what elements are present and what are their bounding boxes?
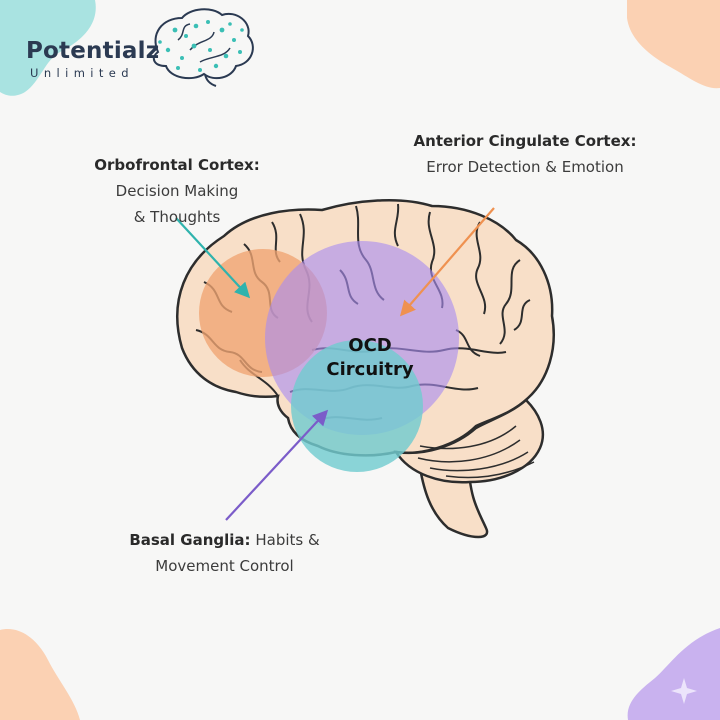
- basal-ganglia-region: [291, 340, 423, 472]
- logo-wordmark: Potentialz: [26, 38, 160, 64]
- anterior-cingulate-label: Anterior Cingulate Cortex: Error Detecti…: [405, 128, 645, 180]
- orbitofrontal-desc-line2: & Thoughts: [133, 208, 221, 226]
- orbitofrontal-title: Orbofrontal Cortex:: [94, 156, 260, 174]
- ocd-label-line2: Circuitry: [326, 359, 414, 380]
- anterior-cingulate-desc: Error Detection & Emotion: [426, 158, 624, 176]
- logo-tagline: Unlimited: [30, 66, 134, 80]
- logo-brain-icon: [152, 8, 254, 87]
- orbitofrontal-arrow: [175, 217, 251, 299]
- orbitofrontal-desc-line1: Decision Making: [115, 182, 239, 200]
- ocd-circuitry-label: OCD Circuitry: [300, 334, 440, 382]
- corner-blob-top-right: [627, 0, 720, 89]
- anterior-cingulate-title: Anterior Cingulate Cortex:: [413, 132, 637, 150]
- basal-ganglia-title: Basal Ganglia:: [129, 531, 251, 549]
- brain-cerebellum: [393, 398, 545, 484]
- corner-blob-top-left: [0, 0, 96, 96]
- orbitofrontal-label: Orbofrontal Cortex: Decision Making & Th…: [62, 152, 292, 230]
- corner-blob-bottom-left: [0, 629, 80, 720]
- basal-ganglia-desc-line2: Movement Control: [155, 557, 294, 575]
- sparkle-icon: [671, 678, 697, 704]
- anterior-cingulate-arrow: [399, 207, 495, 317]
- basal-ganglia-arrow: [225, 409, 329, 521]
- corner-blob-bottom-right: [627, 628, 720, 720]
- ocd-label-line1: OCD: [348, 335, 392, 356]
- basal-ganglia-desc-inline: Habits &: [255, 531, 320, 549]
- basal-ganglia-label: Basal Ganglia: Habits & Movement Control: [112, 527, 337, 579]
